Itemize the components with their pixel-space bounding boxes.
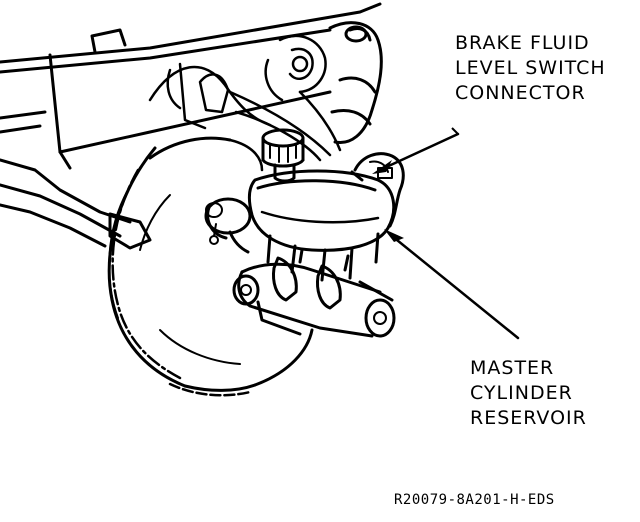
switch-leader-arrowhead <box>372 160 392 174</box>
leader-lines <box>378 132 520 340</box>
level-switch-connector <box>350 152 405 228</box>
switch-label-line-1: BRAKE FLUID <box>455 32 590 54</box>
reservoir-cap <box>261 128 305 183</box>
switch-label-tick <box>451 127 459 135</box>
reservoir-label-line-2: CYLINDER <box>470 382 573 404</box>
check-valve <box>204 197 252 254</box>
reservoir-leader-arrowhead <box>384 229 404 242</box>
master-cylinder-body <box>232 248 396 338</box>
firewall-panel <box>0 2 382 250</box>
strut-tower <box>328 21 383 145</box>
brake-fluid-level-switch-connector-label: BRAKE FLUID LEVEL SWITCH CONNECTOR <box>455 31 606 106</box>
reservoir-label-line-1: MASTER <box>470 357 555 379</box>
switch-label-line-2: LEVEL SWITCH <box>455 57 606 79</box>
reservoir-leader-line <box>390 234 520 340</box>
switch-leader-line <box>378 132 460 172</box>
master-cylinder-reservoir-label: MASTER CYLINDER RESERVOIR <box>470 356 587 431</box>
brake-booster <box>107 136 314 397</box>
wiring-harness <box>148 34 342 162</box>
switch-label-line-3: CONNECTOR <box>455 82 586 104</box>
reservoir-label-line-3: RESERVOIR <box>470 407 587 429</box>
figure-reference-code: R20079-8A201-H-EDS <box>394 492 555 508</box>
reservoir-body <box>247 169 396 282</box>
